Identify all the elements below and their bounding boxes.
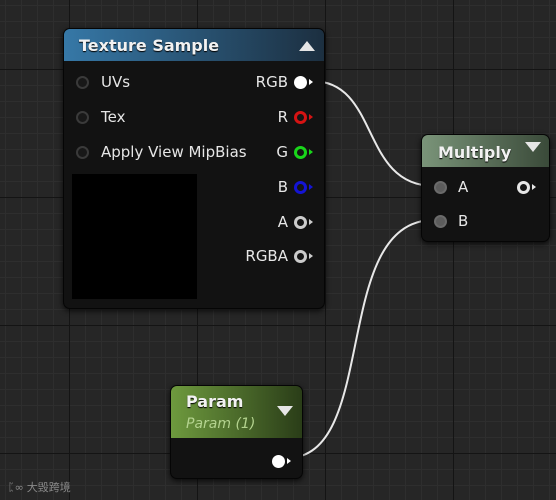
output-pin-icon[interactable]	[294, 76, 307, 89]
input-pin-a[interactable]: A	[422, 178, 492, 196]
texture-preview	[72, 174, 197, 299]
input-pin-icon[interactable]	[76, 146, 89, 159]
input-pin-tex[interactable]: Tex	[64, 108, 214, 126]
collapse-down-icon[interactable]	[277, 406, 293, 416]
input-pin-icon[interactable]	[434, 215, 447, 228]
output-pin-g[interactable]: G	[214, 143, 324, 161]
output-pin-b[interactable]: B	[214, 178, 324, 196]
input-pin-icon[interactable]	[76, 76, 89, 89]
pin-arrow-icon	[309, 184, 313, 190]
input-pin-b[interactable]: B	[422, 212, 492, 230]
watermark: ᛈ∞大毁跨境	[8, 481, 71, 495]
output-pin-icon[interactable]	[294, 111, 307, 124]
pin-arrow-icon	[287, 458, 291, 464]
output-pin-icon[interactable]	[294, 146, 307, 159]
multiply-node[interactable]: Multiply A B	[421, 134, 550, 242]
input-pin-label: UVs	[101, 73, 131, 91]
output-pin-label: B	[277, 178, 288, 196]
output-pin-rgb[interactable]: RGB	[214, 73, 324, 91]
input-pin-label: Apply View MipBias	[101, 143, 247, 161]
param-node[interactable]: Param Param (1)	[170, 385, 303, 479]
output-pin-icon[interactable]	[272, 455, 285, 468]
output-pin-param[interactable]	[262, 452, 302, 470]
input-pin-label: A	[458, 178, 469, 196]
collapse-up-icon[interactable]	[299, 41, 315, 51]
output-pin-label: RGB	[255, 73, 288, 91]
input-pin-icon[interactable]	[434, 181, 447, 194]
texture-sample-header[interactable]: Texture Sample	[64, 29, 324, 61]
pin-arrow-icon	[532, 184, 536, 190]
uobo-logo-icon: ᛈ∞	[8, 481, 24, 494]
param-header[interactable]: Param Param (1)	[171, 386, 302, 438]
output-pin-label: G	[276, 143, 288, 161]
pin-arrow-icon	[309, 79, 313, 85]
output-pin-icon[interactable]	[294, 250, 307, 263]
output-pin-label: RGBA	[245, 247, 288, 265]
input-pin-icon[interactable]	[76, 111, 89, 124]
input-pin-label: B	[458, 212, 469, 230]
input-pin-label: Tex	[101, 108, 126, 126]
param-title: Param	[186, 392, 244, 411]
pin-arrow-icon	[309, 219, 313, 225]
collapse-down-icon[interactable]	[525, 142, 541, 152]
texture-sample-node[interactable]: Texture Sample UVs Tex Apply View MipBia…	[63, 28, 325, 309]
pin-arrow-icon	[309, 253, 313, 259]
param-subtitle: Param (1)	[186, 416, 256, 432]
watermark-text: 大毁跨境	[26, 481, 71, 494]
output-pin-r[interactable]: R	[214, 108, 324, 126]
wire-param-to-b[interactable]	[286, 219, 435, 459]
input-pin-apply-view-mipbias[interactable]: Apply View MipBias	[64, 143, 254, 161]
pin-arrow-icon	[309, 149, 313, 155]
multiply-title: Multiply	[438, 143, 512, 162]
output-pin-a[interactable]: A	[214, 213, 324, 231]
output-pin-icon[interactable]	[294, 216, 307, 229]
output-pin-icon[interactable]	[294, 181, 307, 194]
pin-arrow-icon	[309, 114, 313, 120]
output-pin-label: A	[277, 213, 288, 231]
output-pin-label: R	[277, 108, 288, 126]
output-pin-result[interactable]	[509, 178, 549, 196]
texture-sample-title: Texture Sample	[79, 36, 220, 55]
wire-rgb-to-a[interactable]	[311, 80, 435, 187]
output-pin-rgba[interactable]: RGBA	[214, 247, 324, 265]
input-pin-uvs[interactable]: UVs	[64, 73, 214, 91]
output-pin-icon[interactable]	[517, 181, 530, 194]
multiply-header[interactable]: Multiply	[422, 135, 549, 167]
